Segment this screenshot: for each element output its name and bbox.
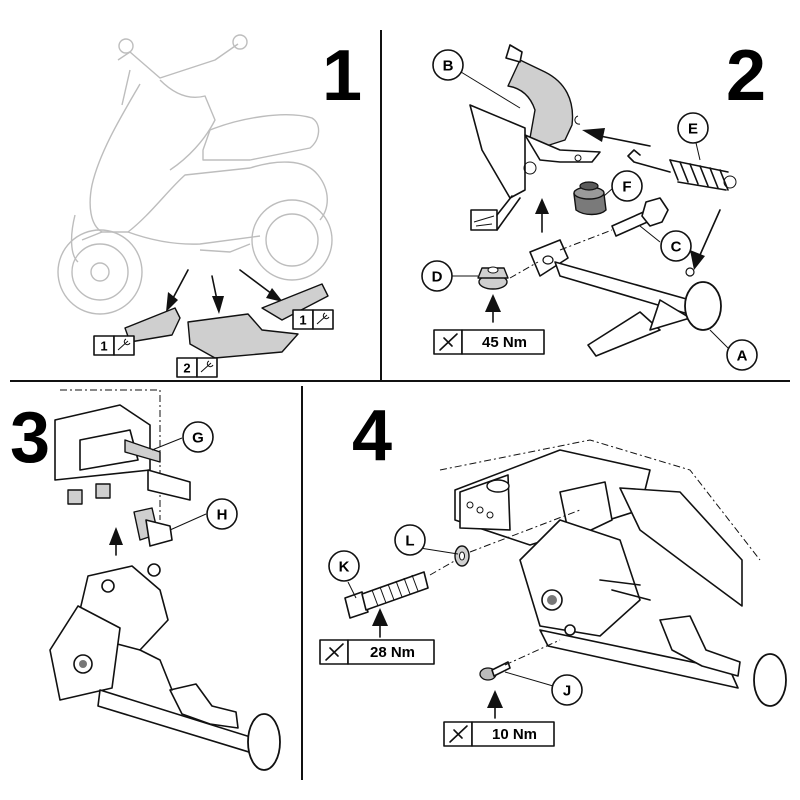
callout-l: L xyxy=(394,524,426,556)
torque-wrench-icon xyxy=(449,725,468,743)
side-cover-right xyxy=(261,283,329,321)
wrench-icon xyxy=(200,360,214,373)
svg-text:L: L xyxy=(405,533,414,550)
mounting-bracket xyxy=(469,44,601,199)
callout-c: C xyxy=(660,230,692,262)
step-number-1: 1 xyxy=(322,36,362,116)
wrench-icon xyxy=(316,312,330,325)
insertion-arrow xyxy=(109,527,123,545)
callout-d: D xyxy=(421,260,453,292)
callout-k: K xyxy=(328,550,360,582)
panel-dividers xyxy=(10,30,790,780)
svg-text:J: J xyxy=(563,683,571,700)
callout-h: H xyxy=(206,498,238,530)
svg-text:C: C xyxy=(671,239,682,256)
svg-text:D: D xyxy=(432,269,443,286)
svg-text:E: E xyxy=(688,121,698,138)
svg-text:F: F xyxy=(622,179,631,196)
removal-arrows xyxy=(166,269,283,314)
washer xyxy=(454,545,470,567)
frame-section xyxy=(439,439,761,607)
svg-text:G: G xyxy=(192,430,204,447)
spring-clip xyxy=(133,507,173,547)
step-number-4: 4 xyxy=(352,396,392,476)
svg-text:A: A xyxy=(737,348,748,365)
panel-1: 1 2 1 xyxy=(57,34,334,378)
badge-number: 1 xyxy=(100,339,107,354)
torque-value: 45 Nm xyxy=(482,334,527,351)
side-stand xyxy=(529,239,722,357)
step-number-3: 3 xyxy=(10,398,50,478)
stand-bolt xyxy=(344,571,429,619)
svg-text:B: B xyxy=(443,58,454,75)
rubber-stop xyxy=(573,181,607,216)
torque-wrench-icon xyxy=(325,643,344,661)
callout-b: B xyxy=(432,49,464,81)
assembly-arrows xyxy=(485,128,721,323)
wrench-icon xyxy=(117,338,131,351)
callout-f: F xyxy=(611,170,643,202)
badge-center: 2 xyxy=(176,357,218,378)
badge-left: 1 xyxy=(93,335,135,356)
callout-e: E xyxy=(677,112,709,144)
alignment-line xyxy=(429,509,581,576)
floor-panel xyxy=(187,313,299,359)
torque-wrench-icon xyxy=(439,333,458,351)
torque-value: 10 Nm xyxy=(492,726,537,743)
panel-3 xyxy=(49,389,281,771)
spring-screw xyxy=(479,661,511,681)
torque-label-j: 10 Nm xyxy=(443,721,555,747)
torque-arrow xyxy=(487,690,503,708)
torque-arrow xyxy=(372,608,388,626)
frame-section xyxy=(54,389,191,520)
callout-a: A xyxy=(726,339,758,371)
torque-label-k: 28 Nm xyxy=(319,639,435,665)
callout-j: J xyxy=(551,674,583,706)
callout-g: G xyxy=(182,421,214,453)
panel-2: 45 Nm xyxy=(433,44,737,357)
svg-text:K: K xyxy=(339,559,350,576)
panel-4: 28 Nm 10 Nm xyxy=(319,439,787,747)
leader-lines xyxy=(151,71,729,689)
svg-text:H: H xyxy=(217,507,228,524)
badge-right: 1 xyxy=(292,309,334,330)
pivot-bolt xyxy=(611,197,669,237)
detail-inset xyxy=(470,209,498,231)
return-spring xyxy=(627,149,737,191)
torque-label-d: 45 Nm xyxy=(433,329,545,355)
step-number-2: 2 xyxy=(726,36,766,116)
stand-assembly xyxy=(49,563,281,771)
scooter-illustration xyxy=(57,34,333,315)
alignment-line xyxy=(504,639,561,666)
badge-number: 2 xyxy=(183,361,190,376)
torque-value: 28 Nm xyxy=(370,644,415,661)
stand-assembly xyxy=(519,519,787,707)
badge-number: 1 xyxy=(299,313,306,328)
flange-nut xyxy=(477,266,509,290)
